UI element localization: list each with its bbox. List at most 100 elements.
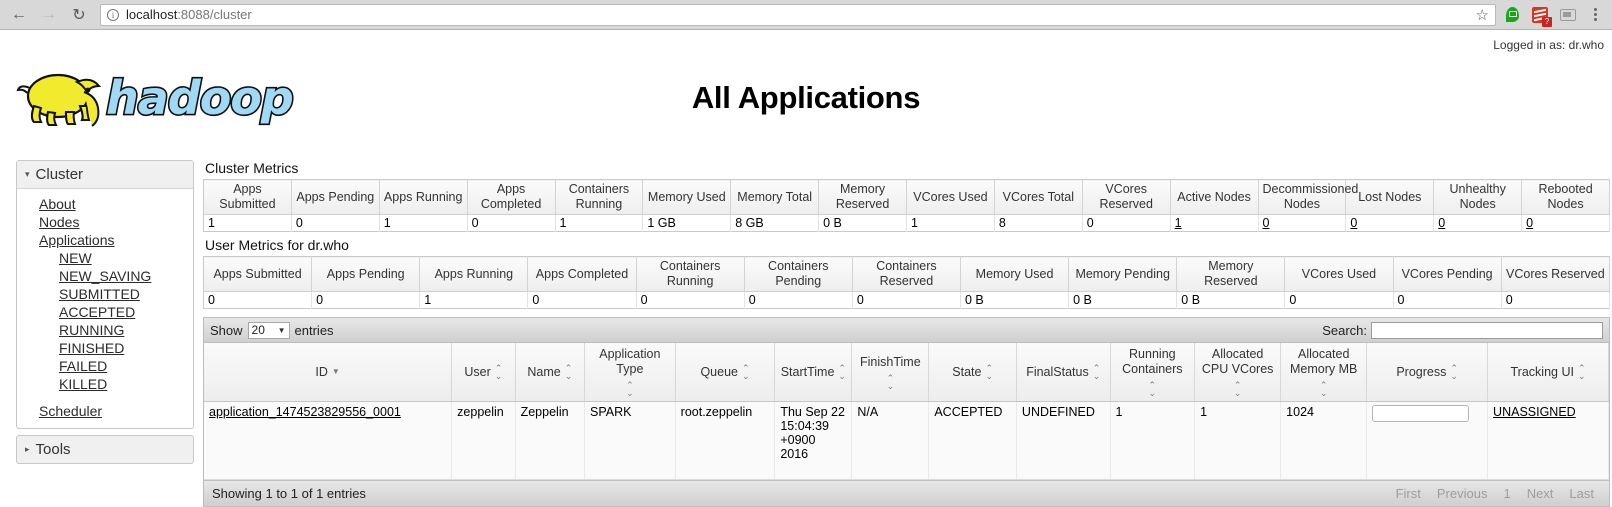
- bookmark-star-icon[interactable]: ☆: [1475, 6, 1489, 24]
- user-metrics-value-vcores-pending: 0: [1393, 291, 1502, 309]
- pagination-last[interactable]: Last: [1569, 486, 1594, 501]
- cluster-metrics-value-lost-nodes[interactable]: 0: [1345, 214, 1435, 232]
- sidebar-tools-header[interactable]: ▸ Tools: [17, 436, 193, 463]
- apps-header-state[interactable]: State: [928, 343, 1017, 402]
- datatable-info: Showing 1 to 1 of 1 entries: [212, 486, 366, 501]
- cluster-metrics-value-unhealthy-nodes[interactable]: 0: [1433, 214, 1523, 232]
- user-metrics-value-containers-reserved: 0: [852, 291, 961, 309]
- page-title: All Applications: [691, 80, 921, 115]
- kebab-menu-icon[interactable]: [1584, 2, 1606, 28]
- back-arrow-icon[interactable]: ←: [11, 5, 27, 23]
- cell-application-id: application_1474523829556_0001: [204, 401, 453, 480]
- cluster-metrics-header-decommissioned-nodes: Decommissioned Nodes: [1258, 179, 1358, 215]
- show-entries-control: Show 20 ▼ entries: [210, 321, 334, 339]
- sort-both-icon[interactable]: [887, 374, 895, 390]
- sort-both-icon[interactable]: [985, 364, 993, 380]
- sort-both-icon[interactable]: [1093, 364, 1101, 380]
- apps-header-allocated-memory-mb[interactable]: Allocated Memory MB: [1280, 343, 1368, 402]
- sort-desc-icon[interactable]: [332, 368, 340, 376]
- sort-both-icon[interactable]: [1450, 364, 1458, 380]
- apps-header-user[interactable]: User: [451, 343, 516, 402]
- cluster-metrics-value-rebooted-nodes[interactable]: 0: [1521, 214, 1610, 232]
- cluster-metrics-header-apps-pending: Apps Pending: [291, 179, 380, 215]
- sort-both-icon[interactable]: [495, 364, 503, 380]
- application-id-link[interactable]: application_1474523829556_0001: [209, 405, 401, 419]
- sort-both-icon[interactable]: [1578, 364, 1586, 380]
- cluster-metrics-value-containers-running: 1: [555, 214, 644, 232]
- apps-header-progress[interactable]: Progress: [1366, 343, 1489, 402]
- search-input[interactable]: [1371, 321, 1603, 339]
- metric-link[interactable]: 0: [1350, 216, 1358, 230]
- apps-header-running-containers[interactable]: Running Containers: [1110, 343, 1196, 402]
- cell-finish-time: N/A: [851, 401, 930, 480]
- sidebar-item-applications[interactable]: Applications: [39, 232, 115, 248]
- pagination-first[interactable]: First: [1395, 486, 1421, 501]
- sidebar-item-about[interactable]: About: [39, 196, 76, 212]
- chevron-right-icon[interactable]: ▸: [25, 444, 30, 454]
- pagination-previous[interactable]: Previous: [1436, 486, 1488, 501]
- window-extension-icon[interactable]: [1556, 2, 1580, 28]
- user-metrics-value-apps-completed: 0: [527, 291, 637, 309]
- apps-header-queue[interactable]: Queue: [675, 343, 776, 402]
- reload-icon[interactable]: ↻: [72, 6, 86, 24]
- user-metrics-title: User Metrics for dr.who: [205, 237, 349, 253]
- pagination-page-1[interactable]: 1: [1503, 486, 1511, 501]
- apps-header-application-type[interactable]: Application Type: [584, 343, 676, 402]
- hangouts-extension-icon[interactable]: [1500, 2, 1524, 28]
- sidebar-item-new[interactable]: NEW: [59, 250, 92, 266]
- sort-both-icon[interactable]: [1234, 381, 1242, 397]
- site-info-icon[interactable]: i: [107, 8, 119, 21]
- metric-link[interactable]: 1: [1174, 216, 1182, 230]
- metric-link[interactable]: 0: [1526, 216, 1534, 230]
- user-metrics-value-containers-running: 0: [636, 291, 745, 309]
- sidebar-item-killed[interactable]: KILLED: [59, 376, 108, 392]
- address-bar[interactable]: i localhost:8088/cluster ☆: [100, 3, 1496, 26]
- sort-both-icon[interactable]: [1149, 381, 1157, 397]
- cluster-metrics-header-apps-submitted: Apps Submitted: [203, 179, 292, 215]
- apps-header-id[interactable]: ID: [204, 343, 453, 402]
- sidebar-item-accepted[interactable]: ACCEPTED: [59, 304, 136, 320]
- metric-link[interactable]: 0: [1262, 216, 1270, 230]
- header-label: Progress: [1396, 364, 1447, 379]
- cluster-metrics-value-decommissioned-nodes[interactable]: 0: [1258, 214, 1347, 232]
- show-label: Show: [210, 322, 243, 338]
- sort-both-icon[interactable]: [626, 381, 634, 397]
- cluster-metrics-value-apps-submitted: 1: [203, 214, 292, 232]
- tracking-ui-link[interactable]: UNASSIGNED: [1493, 405, 1576, 419]
- cell-state: ACCEPTED: [928, 401, 1017, 480]
- apps-header-starttime[interactable]: StartTime: [774, 343, 853, 402]
- cell-application-type: SPARK: [584, 401, 676, 480]
- apps-header-allocated-cpu-vcores[interactable]: Allocated CPU VCores: [1194, 343, 1282, 402]
- sidebar-item-failed[interactable]: FAILED: [59, 358, 108, 374]
- sidebar-item-scheduler[interactable]: Scheduler: [39, 403, 103, 419]
- entries-select[interactable]: 20 ▼: [247, 321, 290, 339]
- cluster-metrics-value-active-nodes[interactable]: 1: [1170, 214, 1259, 232]
- sidebar-item-running[interactable]: RUNNING: [59, 322, 125, 338]
- svg-text:hadoop: hadoop: [106, 71, 293, 125]
- sort-both-icon[interactable]: [565, 364, 573, 380]
- sort-both-icon[interactable]: [838, 364, 846, 380]
- sidebar-item-finished[interactable]: FINISHED: [59, 340, 125, 356]
- sidebar-cluster-label: Cluster: [35, 166, 84, 183]
- apps-header-name[interactable]: Name: [515, 343, 586, 402]
- hadoop-logo-svg: hadoop: [16, 69, 296, 127]
- apps-header-finalstatus[interactable]: FinalStatus: [1016, 343, 1111, 402]
- applications-datatable: Show 20 ▼ entries Search:: [203, 317, 1610, 507]
- sort-both-icon[interactable]: [742, 364, 750, 380]
- sidebar-item-submitted[interactable]: SUBMITTED: [59, 286, 140, 302]
- header-label-wrap: Allocated Memory MB: [1285, 347, 1362, 397]
- sidebar-item-nodes[interactable]: Nodes: [39, 214, 80, 230]
- sidebar-item-new-saving[interactable]: NEW_SAVING: [59, 268, 152, 284]
- hadoop-logo[interactable]: hadoop: [14, 66, 304, 128]
- red-extension-icon[interactable]: ?: [1528, 2, 1552, 28]
- apps-header-tracking-ui[interactable]: Tracking UI: [1487, 343, 1609, 402]
- chevron-down-icon[interactable]: ▾: [25, 169, 30, 179]
- sidebar-cluster-header[interactable]: ▾ Cluster: [17, 161, 193, 189]
- apps-header-finishtime[interactable]: FinishTime: [851, 343, 930, 402]
- header-label: Running Containers: [1122, 347, 1183, 376]
- pagination-next[interactable]: Next: [1526, 486, 1554, 501]
- metric-link[interactable]: 0: [1438, 216, 1446, 230]
- sort-both-icon[interactable]: [1320, 381, 1328, 397]
- forward-arrow-icon[interactable]: →: [41, 5, 57, 23]
